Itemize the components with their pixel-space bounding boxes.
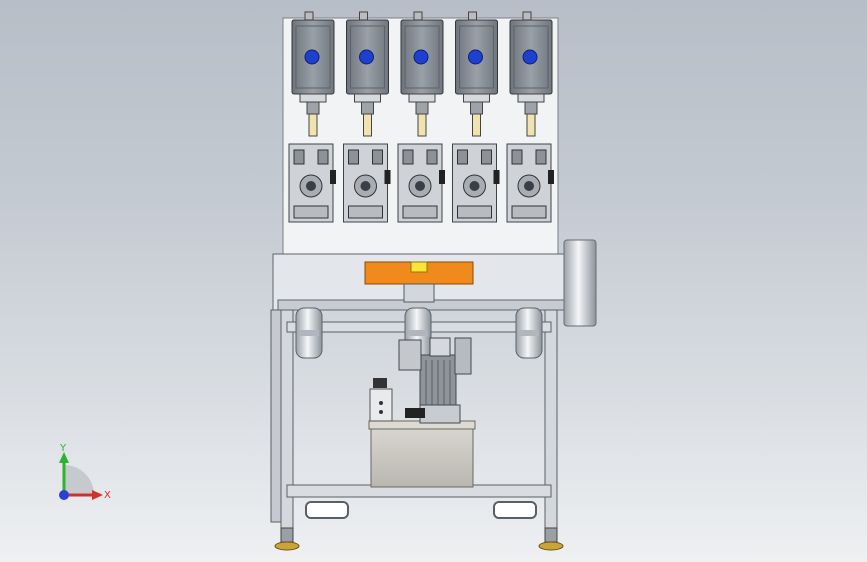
valve-knob xyxy=(373,378,387,388)
spindle-motor xyxy=(455,11,498,137)
spindle-motor xyxy=(291,11,335,137)
spindle-motor xyxy=(509,11,553,137)
x-axis-label: X xyxy=(104,490,111,501)
fixture xyxy=(397,143,445,223)
fixture xyxy=(288,143,336,223)
motor-bracket xyxy=(429,337,451,357)
fixture xyxy=(506,143,554,223)
yellow-marker xyxy=(410,261,428,273)
hanging-cylinder xyxy=(295,307,323,359)
pump-motor-fins xyxy=(425,360,451,406)
valve-port xyxy=(379,410,383,414)
pump-connector xyxy=(405,408,425,418)
fixture xyxy=(343,143,391,223)
valve-port xyxy=(379,401,383,405)
pump-motor-cap xyxy=(454,337,472,375)
coordinate-triad: Y X xyxy=(59,443,111,501)
motor-junction-box xyxy=(398,339,422,371)
pump-coupling xyxy=(419,404,461,424)
spindle-motor xyxy=(400,11,444,137)
bottom-slot-left xyxy=(305,501,349,519)
spindle-motors xyxy=(291,11,553,137)
fixture xyxy=(452,143,500,223)
orange-bar-bracket xyxy=(403,283,435,303)
y-axis-label: Y xyxy=(59,443,67,454)
workpiece-fixtures xyxy=(288,143,554,223)
bottom-slot-right xyxy=(493,501,537,519)
left-outer-post xyxy=(270,309,282,523)
hanging-cylinder xyxy=(515,307,543,359)
side-cylinder xyxy=(563,239,597,327)
leveling-feet xyxy=(274,527,564,551)
hydraulic-tank xyxy=(370,426,474,488)
spindle-motor xyxy=(346,11,389,137)
